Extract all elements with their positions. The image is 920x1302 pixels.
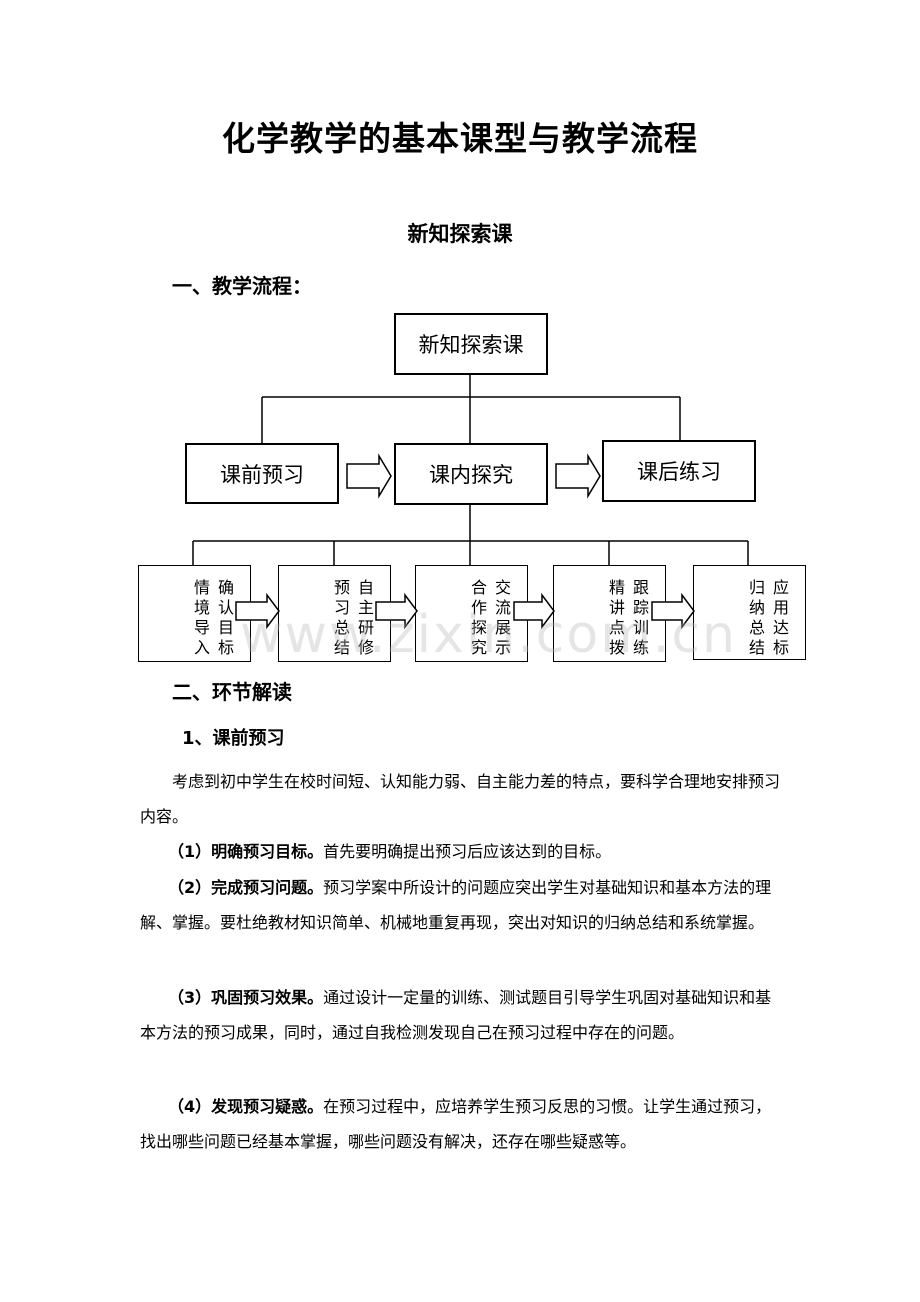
flow-root-box: 新知探索课 bbox=[394, 313, 548, 375]
step-5-col1: 归纳总结 bbox=[748, 578, 765, 657]
p1-lead: （1）明确预习目标。 bbox=[168, 842, 324, 861]
p1-text: 首先要明确提出预习后应该达到的目标。 bbox=[323, 842, 612, 861]
paragraph-4: （4）发现预习疑惑。在预习过程中，应培养学生预习反思的习惯。让学生通过预习，找出… bbox=[140, 1089, 780, 1159]
step-box-4: 精讲点拨 跟踪训练 bbox=[553, 565, 666, 662]
stage-box-post: 课后练习 bbox=[602, 440, 756, 502]
step-3-col2: 交流展示 bbox=[494, 578, 511, 657]
paragraph-intro: 考虑到初中学生在校时间短、认知能力弱、自主能力差的特点，要科学合理地安排预习内容… bbox=[140, 764, 780, 834]
p3-lead: （3）巩固预习效果。 bbox=[168, 988, 324, 1007]
step-2-col1: 预习总结 bbox=[333, 578, 350, 657]
step-1-col2: 确认目标 bbox=[217, 578, 234, 657]
subsection-heading-preview: 1、课前预习 bbox=[182, 728, 285, 749]
section-heading-interpret: 二、环节解读 bbox=[172, 680, 292, 704]
step-box-5: 归纳总结 应用达标 bbox=[693, 565, 806, 660]
arrow-1 bbox=[346, 453, 392, 499]
document-title: 化学教学的基本课型与教学流程 bbox=[222, 119, 698, 158]
paragraph-3: （3）巩固预习效果。通过设计一定量的训练、测试题目引导学生巩固对基础知识和基本方… bbox=[140, 980, 780, 1050]
stage-arrows bbox=[346, 453, 601, 499]
step-1-col1: 情境导入 bbox=[193, 578, 210, 657]
watermark: www.zixin.com.cn bbox=[240, 605, 737, 665]
step-3-col1: 合作探究 bbox=[470, 578, 487, 657]
p4-text: 在预习过程中，应培养学生预习反思的习惯。让学生通过预习，找出哪些问题已经基本掌握… bbox=[140, 1097, 772, 1151]
step-box-1: 情境导入 确认目标 bbox=[138, 565, 251, 662]
step-2-col2: 自主研修 bbox=[357, 578, 374, 657]
document-subtitle: 新知探索课 bbox=[407, 221, 513, 246]
arrow-2 bbox=[555, 453, 601, 499]
p2-lead: （2）完成预习问题。 bbox=[168, 878, 324, 897]
stage-box-pre: 课前预习 bbox=[185, 443, 339, 504]
p3-text: 通过设计一定量的训练、测试题目引导学生巩固对基础知识和基本方法的预习成果，同时，… bbox=[140, 988, 772, 1042]
step-box-3: 合作探究 交流展示 bbox=[415, 565, 528, 662]
step-box-2: 预习总结 自主研修 bbox=[278, 565, 391, 662]
intro-text: 考虑到初中学生在校时间短、认知能力弱、自主能力差的特点，要科学合理地安排预习内容… bbox=[140, 772, 781, 826]
paragraph-1: （1）明确预习目标。首先要明确提出预习后应该达到的目标。 bbox=[140, 834, 780, 869]
paragraph-2: （2）完成预习问题。预习学案中所设计的问题应突出学生对基础知识和基本方法的理解、… bbox=[140, 870, 780, 940]
step-4-col2: 跟踪训练 bbox=[632, 578, 649, 657]
p2-text: 预习学案中所设计的问题应突出学生对基础知识和基本方法的理解、掌握。要杜绝教材知识… bbox=[140, 878, 772, 932]
section-heading-flow: 一、教学流程： bbox=[172, 274, 312, 298]
p4-lead: （4）发现预习疑惑。 bbox=[168, 1097, 324, 1116]
step-5-col2: 应用达标 bbox=[772, 578, 789, 657]
flowchart-connectors bbox=[192, 374, 749, 565]
stage-box-in: 课内探究 bbox=[394, 443, 548, 505]
step-4-col1: 精讲点拨 bbox=[608, 578, 625, 657]
